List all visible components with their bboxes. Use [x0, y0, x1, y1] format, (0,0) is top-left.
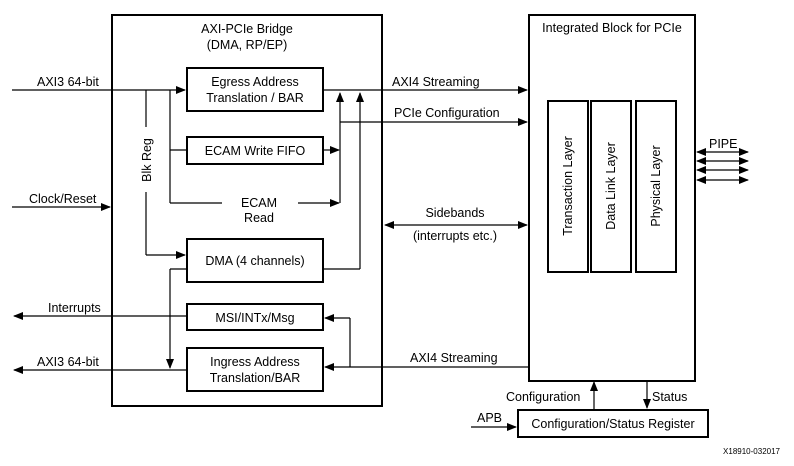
pipe-label: PIPE	[709, 137, 738, 151]
ingress-label-1: Ingress Address	[210, 355, 300, 369]
axi3-out-label: AXI3 64-bit	[37, 355, 99, 369]
bridge-subtitle: (DMA, RP/EP)	[207, 38, 288, 52]
axi4-stream-rx-label: AXI4 Streaming	[410, 351, 498, 365]
ecam-write-label: ECAM Write FIFO	[205, 144, 306, 158]
transaction-layer-label: Transaction Layer	[561, 136, 575, 236]
egress-label-1: Egress Address	[211, 75, 299, 89]
axi4-stream-tx-label: AXI4 Streaming	[392, 75, 480, 89]
figure-id: X18910-032017	[723, 447, 780, 456]
dma-block	[186, 238, 324, 283]
ecam-write-block	[186, 136, 324, 165]
integrated-block-title: Integrated Block for PCIe	[542, 21, 682, 35]
pcie-config-label: PCIe Configuration	[394, 106, 500, 120]
msi-label: MSI/INTx/Msg	[215, 311, 294, 325]
physical-layer-label: Physical Layer	[649, 145, 663, 226]
axi3-in-label: AXI3 64-bit	[37, 75, 99, 89]
apb-label: APB	[477, 411, 502, 425]
configuration-label: Configuration	[506, 390, 580, 404]
status-label: Status	[652, 390, 687, 404]
physical-layer-box	[635, 100, 677, 273]
transaction-layer-box	[547, 100, 589, 273]
clock-reset-label: Clock/Reset	[29, 192, 97, 206]
data-link-layer-label: Data Link Layer	[604, 142, 618, 230]
csr-block	[517, 409, 709, 438]
ecam-read-label-1: ECAM	[241, 196, 277, 210]
dma-label: DMA (4 channels)	[205, 254, 304, 268]
sidebands-sub-label: (interrupts etc.)	[413, 229, 497, 243]
data-link-layer-box	[590, 100, 632, 273]
ingress-label-2: Translation/BAR	[210, 371, 301, 385]
interrupts-label: Interrupts	[48, 301, 101, 315]
sidebands-label: Sidebands	[425, 206, 484, 220]
blk-reg-label: Blk Reg	[140, 138, 154, 182]
bridge-title: AXI-PCIe Bridge	[201, 22, 293, 36]
egress-label-2: Translation / BAR	[206, 91, 304, 105]
csr-label: Configuration/Status Register	[531, 417, 694, 431]
ecam-read-label-2: Read	[244, 211, 274, 225]
msi-block	[186, 303, 324, 331]
